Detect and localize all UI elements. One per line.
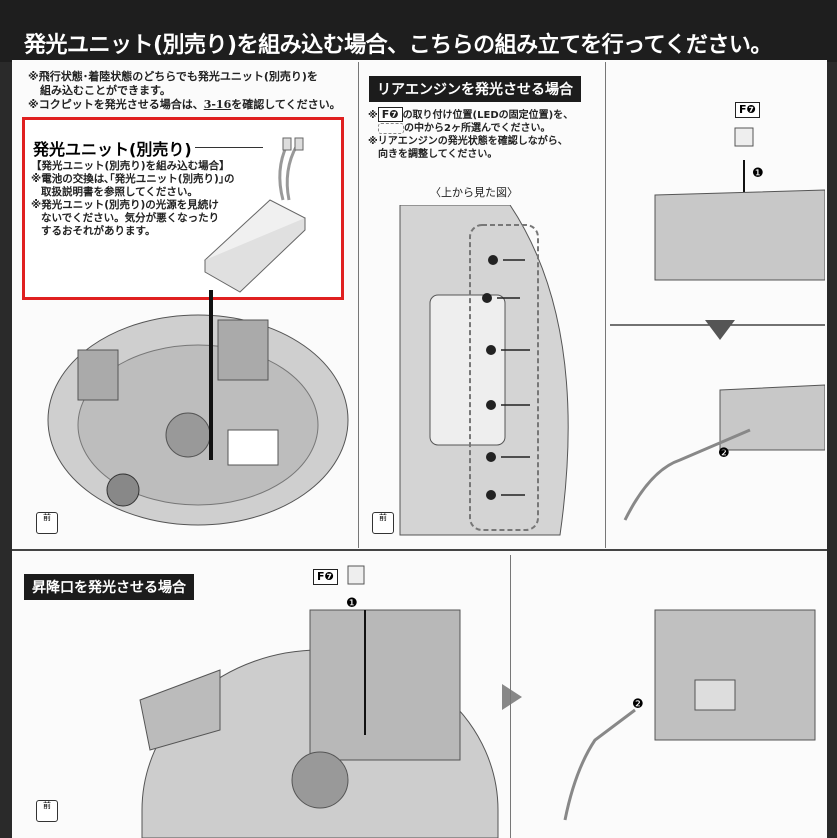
light-unit-heading: 発光ユニット(別売り) [33, 140, 192, 159]
note-line: 取扱説明書を参照してください。 [41, 186, 198, 198]
front-label: 前 [43, 801, 51, 810]
part-badge: F❼ [735, 102, 760, 118]
rear-engine-steps-illustration [610, 127, 825, 521]
led-position-area [469, 224, 539, 531]
ship-illustration-flight [47, 290, 349, 526]
rear-engine-heading: リアエンジンを発光させる場合 [369, 76, 581, 102]
step-2-marker: ❷ [718, 446, 730, 461]
step-2-marker: ❷ [632, 697, 644, 712]
part-badge: F❼ [313, 569, 338, 585]
note-line-2: 組み込むことができます。 [40, 84, 171, 97]
dashed-area-icon [378, 122, 404, 134]
note-line: ※発光ユニット(別売り)の光源を見続け [31, 199, 219, 211]
note-line-3: ※コクピットを発光させる場合は、3-16を確認してください。 [28, 98, 341, 112]
note-line: ※リアエンジンの発光状態を確認しながら、 [368, 136, 568, 147]
ramp-heading: 昇降口を発光させる場合 [24, 574, 194, 600]
note-text: ※コクピットを発光させる場合は、 [28, 98, 204, 111]
front-label: 前 [43, 513, 51, 522]
divider [358, 62, 359, 548]
view-label: 〈上から見た図〉 [430, 186, 518, 199]
note-line: 向きを調整してください。 [378, 149, 498, 160]
note-line: するおそれがあります。 [41, 225, 156, 237]
front-indicator-icon: 前 [36, 512, 58, 534]
front-label: 前 [379, 513, 387, 522]
divider [605, 62, 606, 548]
front-indicator-icon: 前 [372, 512, 394, 534]
page-title: 発光ユニット(別売り)を組み込む場合、こちらの組み立てを行ってください。 [0, 0, 837, 62]
step-1-marker: ❶ [752, 166, 764, 181]
note-line-1: ※飛行状態･着陸状態のどちらでも発光ユニット(別売り)を [28, 70, 318, 83]
part-badge: F❼ [377, 107, 403, 122]
next-step-arrow-icon [502, 684, 522, 710]
page-reference-link[interactable]: 3-16 [203, 98, 232, 111]
ramp-step-2-illustration [563, 609, 816, 821]
front-indicator-icon: 前 [36, 800, 58, 822]
next-step-arrow [705, 320, 735, 340]
note-line: の中から2ヶ所選んでください。 [404, 123, 551, 134]
light-unit-callout: 発光ユニット(別売り) 【発光ユニット(別売り)を組み込む場合】 ※電池の交換は… [22, 117, 344, 300]
note-line: の取り付け位置(LEDの固定位置)を、 [402, 110, 574, 121]
divider [510, 555, 511, 838]
note-text: を確認してください。 [231, 98, 341, 111]
step-1-marker: ❶ [346, 596, 358, 611]
subheading: 【発光ユニット(別売り)を組み込む場合】 [31, 160, 230, 172]
section-divider [12, 549, 827, 551]
note-line: ※電池の交換は､｢発光ユニット(別売り)｣の [31, 173, 235, 185]
light-unit-notes: 【発光ユニット(別売り)を組み込む場合】 ※電池の交換は､｢発光ユニット(別売り… [31, 160, 235, 238]
leader-line [195, 147, 263, 148]
light-unit-illustration [204, 137, 306, 293]
rear-engine-top-view [399, 205, 569, 536]
ramp-illustration [139, 565, 499, 838]
note-line: ないでください。気分が悪くなったり [41, 212, 220, 224]
